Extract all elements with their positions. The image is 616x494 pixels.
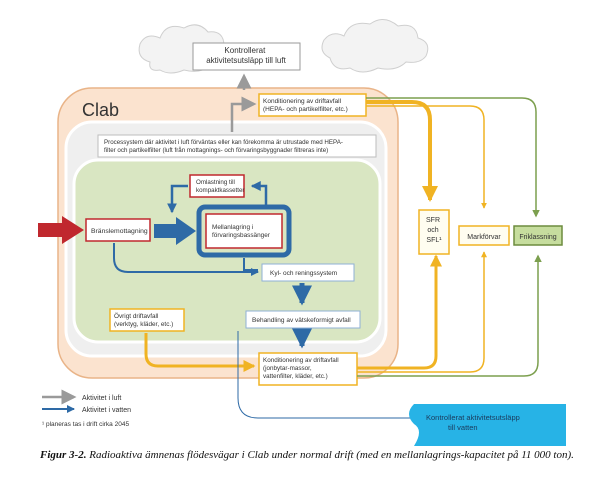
water-release-shape bbox=[409, 404, 566, 446]
caption-text: Radioaktiva ämnenas flödesvägar i Clab u… bbox=[86, 449, 574, 461]
omlastning-label: Omlastning till kompaktkassetter bbox=[196, 179, 245, 194]
process-system-box bbox=[97, 134, 377, 158]
legend-water-label: Aktivitet i vatten bbox=[82, 407, 131, 414]
green-cond-water-to-frik-arrow bbox=[357, 254, 542, 377]
grey-process-to-air-arrow bbox=[230, 96, 257, 132]
kyl-label: Kyl- och reningssystem bbox=[270, 270, 337, 277]
yellow-cond-water-to-sfr-arrow bbox=[357, 254, 442, 370]
blue-main-arrow bbox=[154, 217, 196, 245]
sfr-label: SFR och SFL¹ bbox=[426, 217, 442, 244]
ovrigt-box bbox=[109, 308, 185, 332]
mellanlagring-frame bbox=[196, 204, 292, 258]
yellow-ovrigt-to-cond-arrow bbox=[144, 333, 256, 372]
clab-title: Clab bbox=[82, 100, 119, 120]
sfr-box bbox=[418, 209, 450, 255]
caption-lead: Figur 3-2. bbox=[40, 449, 87, 461]
air-release-label: Kontrollerat aktivitetsutsläpp till luft bbox=[206, 46, 286, 65]
blue-loop-right-arrow bbox=[250, 181, 268, 205]
conditioning-air-label: Konditionering av driftavfall (HEPA- och… bbox=[263, 98, 348, 113]
legend-air-label: Aktivitet i luft bbox=[82, 395, 121, 402]
water-release-label: Kontrollerat aktivitetsutsläpp till vatt… bbox=[426, 413, 522, 432]
blue-loop-left-arrow bbox=[167, 184, 188, 214]
air-release-box bbox=[192, 42, 301, 71]
mellanlagring-label: Mellanlagring i förvaringsbassänger bbox=[212, 224, 271, 239]
incoming-fuel-arrow bbox=[38, 216, 84, 244]
bransle-box bbox=[85, 218, 151, 242]
conditioning-water-box bbox=[258, 352, 358, 386]
process-system-label: Processystem där aktivitet i luft förvän… bbox=[104, 139, 345, 154]
bransle-label: Bränslemottagning bbox=[91, 228, 148, 235]
blue-bransle-to-kyl-arrow bbox=[113, 243, 259, 276]
omlastning-box bbox=[189, 174, 245, 198]
kyl-box bbox=[261, 263, 355, 282]
green-cond-air-to-frik-arrow bbox=[366, 97, 540, 218]
markforvar-label: Markförvar bbox=[467, 234, 501, 241]
ovrigt-label: Övrigt driftavfall (verktyg, kläder, etc… bbox=[114, 312, 173, 328]
friklassning-box bbox=[513, 225, 563, 246]
mellanlagring-box bbox=[205, 213, 283, 249]
cloud-right-icon bbox=[321, 19, 429, 73]
figure-caption: Figur 3-2. Radioaktiva ämnenas flödesväg… bbox=[40, 449, 580, 462]
blue-mellan-to-kyl-arrow bbox=[243, 258, 258, 271]
markforvar-box bbox=[458, 225, 510, 246]
yellow-cond-water-to-markforvar-arrow bbox=[357, 251, 487, 373]
behandling-box bbox=[245, 310, 361, 329]
behandling-label: Behandling av vätskeformigt avfall bbox=[252, 317, 351, 324]
yellow-cond-air-to-markforvar-arrow bbox=[366, 105, 487, 209]
conditioning-air-box bbox=[258, 93, 367, 117]
conditioning-water-label: Konditionering av driftavfall (jonbytar-… bbox=[263, 357, 340, 380]
friklassning-label: Friklassning bbox=[519, 234, 556, 241]
legend-footnote: ¹ planeras tas i drift cirka 2045 bbox=[42, 421, 129, 428]
blue-to-water-release-arrow bbox=[237, 331, 421, 420]
